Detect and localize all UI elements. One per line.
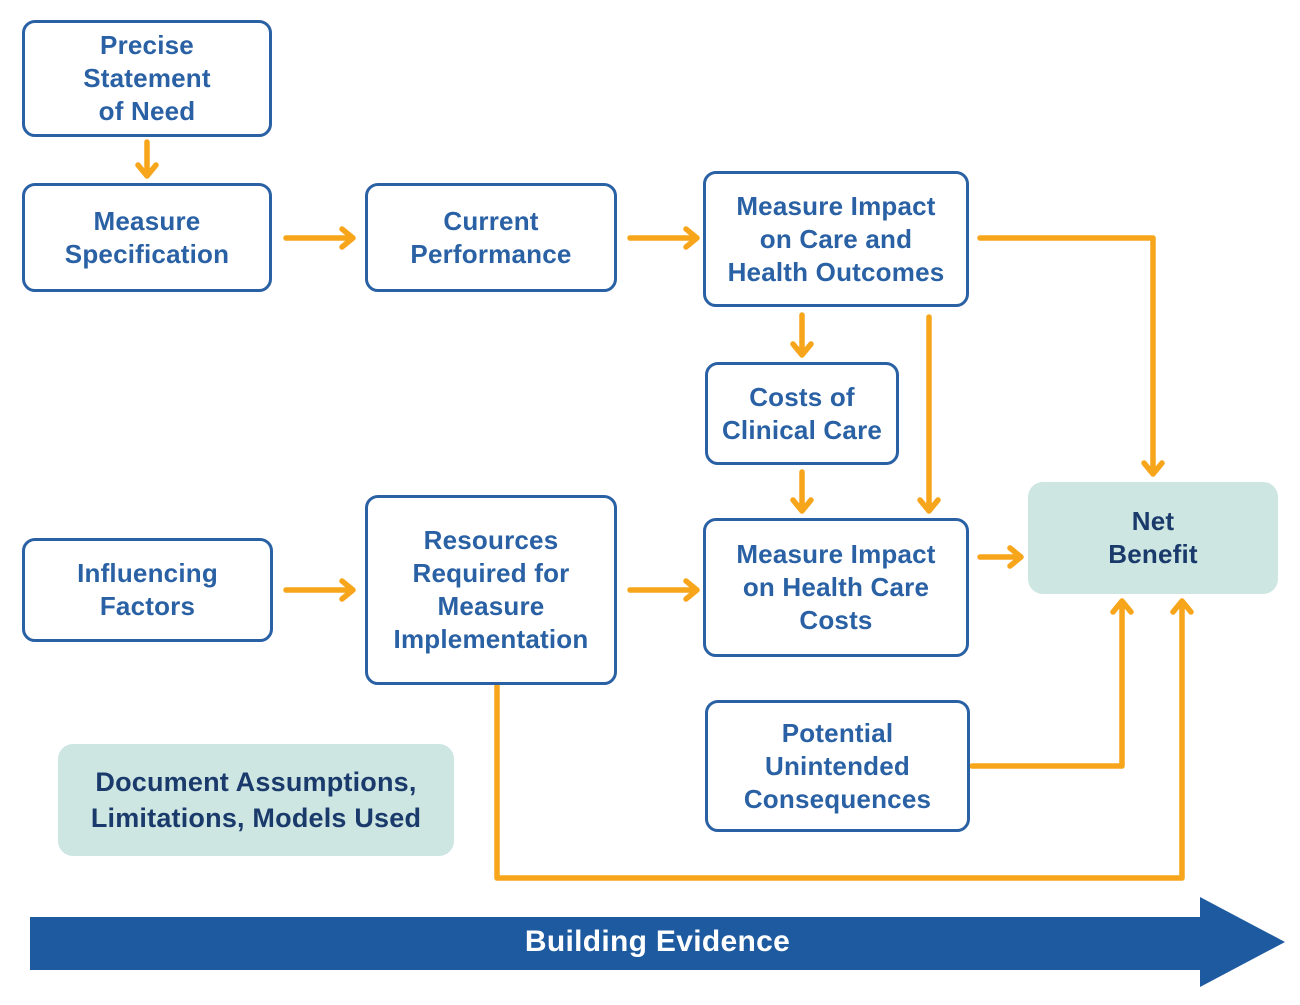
node-resources-required: Resources Required for Measure Implement… xyxy=(365,495,617,685)
arrow-impact-care-to-costs-clinical xyxy=(790,312,814,358)
node-label: Precise Statement of Need xyxy=(83,30,211,126)
arrow-resources-to-impact-costs xyxy=(627,578,700,602)
node-current-performance: Current Performance xyxy=(365,183,617,292)
arrow-impact-costs-to-net-benefit xyxy=(977,545,1024,569)
arrow-costs-clinical-to-impact-costs xyxy=(790,469,814,514)
arrow-specification-to-current-performance xyxy=(283,226,356,250)
building-evidence-banner: Building Evidence xyxy=(30,897,1285,987)
node-influencing-factors: Influencing Factors xyxy=(22,538,273,642)
arrow-unintended-to-net-benefit xyxy=(969,598,1134,769)
arrow-current-performance-to-impact-care xyxy=(627,226,700,250)
node-label: Measure Specification xyxy=(64,205,230,269)
arrow-influencing-to-resources xyxy=(283,578,356,602)
node-costs-of-clinical-care: Costs of Clinical Care xyxy=(705,362,899,465)
node-label: Potential Unintended Consequences xyxy=(743,717,932,814)
node-document-assumptions-note: Document Assumptions, Limitations, Model… xyxy=(58,744,454,856)
arrow-impact-care-to-net-benefit xyxy=(977,235,1165,477)
banner-label: Building Evidence xyxy=(524,925,791,958)
node-label: Costs of Clinical Care xyxy=(721,381,883,445)
node-label: Net Benefit xyxy=(1108,506,1198,569)
node-label: Measure Impact on Health Care Costs xyxy=(736,539,936,635)
arrow-precise-to-specification xyxy=(135,139,159,179)
node-label: Resources Required for Measure Implement… xyxy=(393,525,589,654)
node-measure-impact-care-health-outcomes: Measure Impact on Care and Health Outcom… xyxy=(703,171,969,307)
node-measure-specification: Measure Specification xyxy=(22,183,272,292)
node-label: Current Performance xyxy=(410,205,572,269)
node-measure-impact-health-care-costs: Measure Impact on Health Care Costs xyxy=(703,518,969,657)
node-precise-statement-of-need: Precise Statement of Need xyxy=(22,20,272,137)
banner-arrowhead-icon xyxy=(1200,897,1285,987)
node-label: Document Assumptions, Limitations, Model… xyxy=(90,767,422,833)
node-label: Influencing Factors xyxy=(77,558,218,621)
banner-body xyxy=(30,917,1200,970)
arrow-impact-care-to-impact-costs xyxy=(917,314,941,514)
node-net-benefit: Net Benefit xyxy=(1028,482,1278,594)
node-label: Measure Impact on Care and Health Outcom… xyxy=(727,190,945,287)
node-potential-unintended-consequences: Potential Unintended Consequences xyxy=(705,700,970,832)
